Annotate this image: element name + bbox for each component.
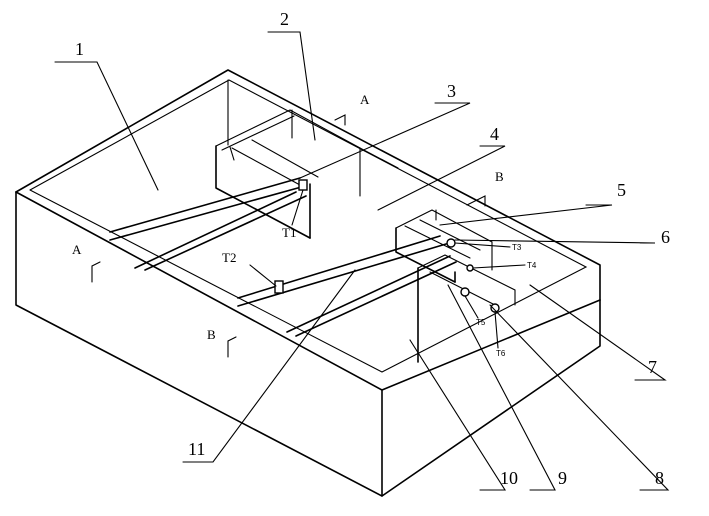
label-3: 3 [447,81,456,101]
valve-label-t6: T6 [496,349,506,358]
outer-tank [15,69,601,497]
valve-label-t4: T4 [527,261,537,270]
section-markers [91,114,486,358]
labels: 1 2 3 4 5 6 7 8 9 10 11 A A B B T1 T2 T3… [72,9,670,488]
section-b-left: B [207,327,216,342]
label-4: 4 [490,124,499,144]
valve-label-t5: T5 [476,318,486,327]
valves [274,179,500,313]
label-11: 11 [188,439,205,459]
label-6: 6 [661,227,670,247]
section-a-top: A [360,92,370,107]
label-1: 1 [75,39,84,59]
label-10: 10 [500,468,518,488]
valve-label-t1: T1 [282,225,296,240]
label-9: 9 [558,468,567,488]
partition-walls [109,79,516,363]
leader-lines [54,31,670,491]
section-a-left: A [72,242,82,257]
label-2: 2 [280,9,289,29]
label-5: 5 [617,180,626,200]
label-7: 7 [648,357,657,377]
valve-label-t3: T3 [512,243,522,252]
label-8: 8 [655,468,664,488]
section-b-top: B [495,169,504,184]
valve-label-t2: T2 [222,250,236,265]
